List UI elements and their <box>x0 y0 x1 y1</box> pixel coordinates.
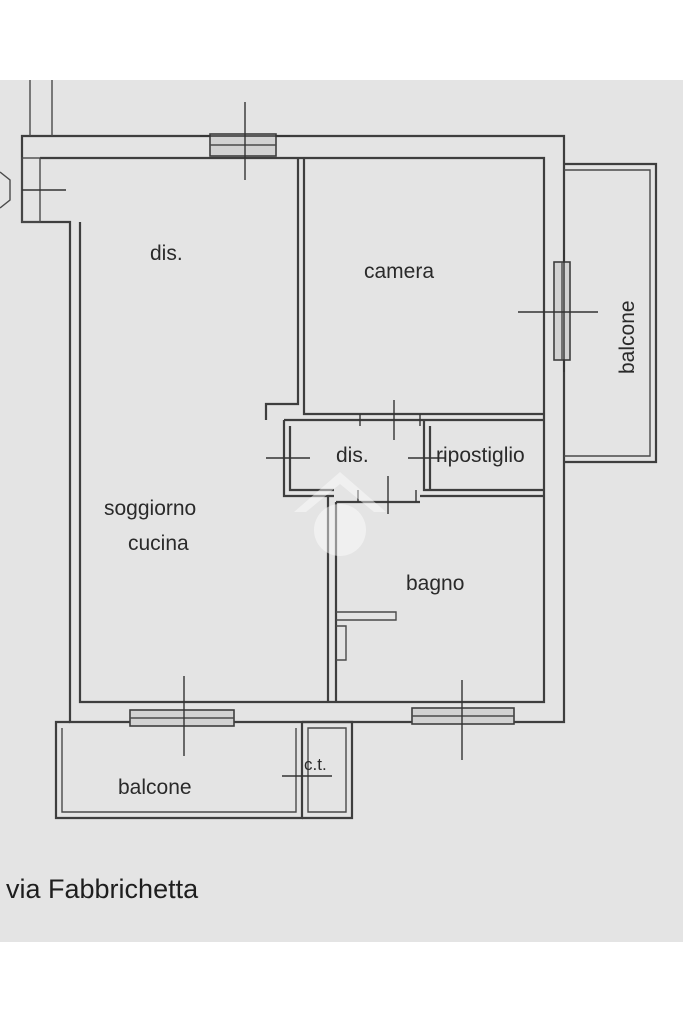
windows <box>129 133 571 727</box>
room-label-soggiorno: soggiorno <box>104 497 196 520</box>
floor-plan-background <box>0 80 683 942</box>
room-label-balcone-right: balcone <box>616 300 639 374</box>
bagno-niche <box>336 625 347 661</box>
wall-ripostiglio <box>422 420 544 492</box>
wall-dis-left <box>282 420 334 498</box>
room-label-ct: c.t. <box>304 755 327 774</box>
room-label-ripostiglio: ripostiglio <box>436 444 525 467</box>
wall-dis-left-inner <box>288 426 334 492</box>
watermark-logo <box>294 472 386 556</box>
room-label-dis: dis. <box>150 242 183 265</box>
room-label-dis-center: dis. <box>336 444 369 467</box>
balcony-bottom <box>54 720 354 820</box>
ct-outer <box>302 720 354 820</box>
ct-inner <box>307 727 347 813</box>
outer-walls <box>0 80 566 724</box>
exterior-wall-inner <box>40 156 546 704</box>
room-label-cucina: cucina <box>128 532 189 555</box>
balcony-right <box>564 162 658 464</box>
room-label-camera: camera <box>364 260 434 283</box>
bagno-shelf <box>336 611 397 621</box>
balcony-bottom-outer <box>54 720 304 820</box>
interior-walls <box>264 158 544 702</box>
balcony-right-inner <box>564 169 651 457</box>
room-labels: dis. camera balcone dis. ripostiglio sog… <box>6 242 639 904</box>
wall-dis-camera <box>264 158 300 420</box>
balcony-right-outer <box>564 162 658 464</box>
room-label-balcone-bottom: balcone <box>118 776 192 799</box>
entrance-arrow-icon <box>0 171 11 209</box>
balcony-bottom-inner <box>61 728 297 813</box>
exterior-wall-outer <box>20 134 566 724</box>
axis-markers <box>183 102 598 777</box>
wall-camera-inner <box>302 158 544 416</box>
street-name: via Fabbrichetta <box>6 874 199 904</box>
room-label-bagno: bagno <box>406 572 464 595</box>
